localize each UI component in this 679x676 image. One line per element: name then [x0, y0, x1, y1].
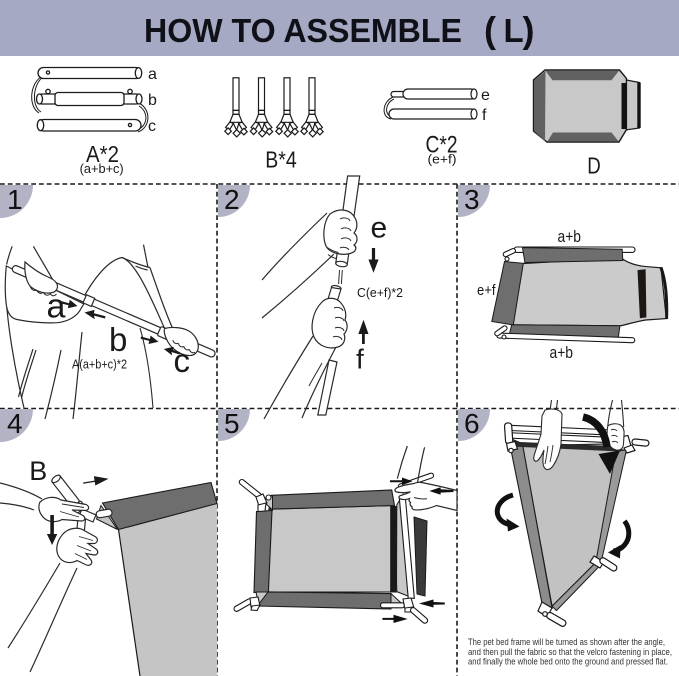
svg-text:B: B: [29, 456, 47, 486]
svg-text:D: D: [587, 153, 601, 179]
svg-text:f: f: [482, 107, 487, 124]
svg-text:(e+f): (e+f): [428, 153, 457, 167]
svg-text:A(a+b+c)*2: A(a+b+c)*2: [72, 357, 127, 372]
svg-text:L: L: [504, 12, 524, 49]
svg-text:and finally the whole bed onto: and finally the whole bed onto the groun…: [468, 657, 668, 668]
svg-text:4: 4: [7, 408, 23, 439]
svg-text:a: a: [148, 66, 157, 83]
svg-text:e+f: e+f: [477, 282, 496, 299]
svg-text:): ): [523, 10, 535, 51]
svg-text:a+b: a+b: [558, 227, 582, 246]
svg-text:c: c: [174, 342, 191, 379]
svg-text:C(e+f)*2: C(e+f)*2: [357, 286, 403, 300]
svg-text:B*4: B*4: [265, 147, 297, 173]
svg-text:a: a: [47, 288, 66, 326]
svg-text:b: b: [109, 321, 127, 358]
svg-text:6: 6: [464, 408, 480, 439]
svg-text:The pet bed frame will be turn: The pet bed frame will be turned as show…: [468, 637, 665, 648]
svg-text:5: 5: [224, 408, 240, 439]
svg-text:3: 3: [464, 184, 480, 215]
svg-text:2: 2: [224, 184, 240, 215]
svg-text:e: e: [371, 212, 388, 245]
svg-text:(a+b+c): (a+b+c): [80, 162, 124, 176]
svg-text:1: 1: [7, 184, 23, 215]
svg-text:C*2: C*2: [426, 132, 458, 159]
svg-text:c: c: [148, 118, 156, 135]
svg-text:f: f: [356, 344, 364, 375]
svg-text:e: e: [481, 87, 490, 104]
svg-text:(: (: [484, 10, 496, 51]
svg-text:HOW TO ASSEMBLE: HOW TO ASSEMBLE: [144, 12, 462, 49]
svg-text:and then pull the fabric so th: and then pull the fabric so that the vel…: [468, 647, 672, 658]
svg-text:a+b: a+b: [550, 343, 574, 362]
svg-text:b: b: [148, 92, 157, 109]
svg-text:A*2: A*2: [86, 141, 119, 167]
